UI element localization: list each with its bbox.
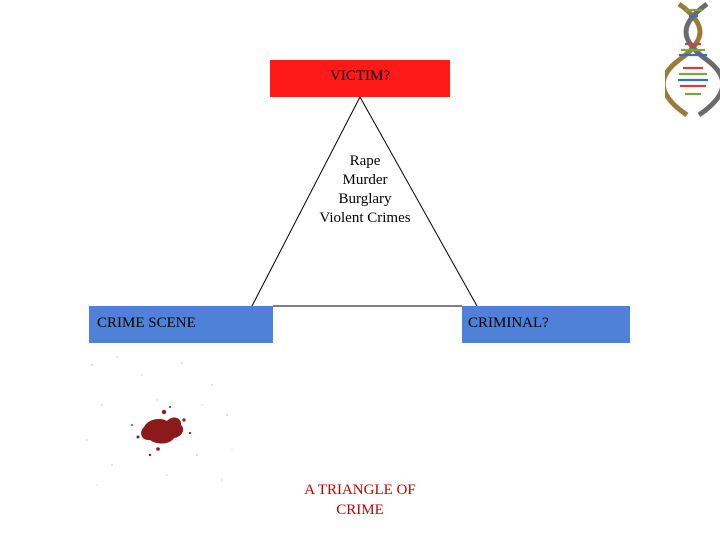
dna-helix-icon	[665, 2, 720, 117]
title-line-2: CRIME	[270, 500, 450, 520]
title-line-1: A TRIANGLE OF	[270, 480, 450, 500]
crime-list: Rape Murder Burglary Violent Crimes	[290, 152, 440, 228]
crime-item-murder: Murder	[290, 171, 440, 190]
blood-splatter-image	[72, 345, 242, 495]
crime-item-rape: Rape	[290, 152, 440, 171]
criminal-box: CRIMINAL?	[462, 306, 630, 343]
crime-scene-box-extension	[246, 306, 273, 343]
crime-item-burglary: Burglary	[290, 190, 440, 209]
crime-item-violent-crimes: Violent Crimes	[290, 209, 440, 228]
victim-box: VICTIM?	[270, 60, 450, 97]
criminal-label: CRIMINAL?	[468, 315, 549, 331]
victim-label: VICTIM?	[330, 68, 390, 85]
diagram-title: A TRIANGLE OF CRIME	[270, 480, 450, 520]
crime-scene-label: CRIME SCENE	[97, 315, 196, 331]
